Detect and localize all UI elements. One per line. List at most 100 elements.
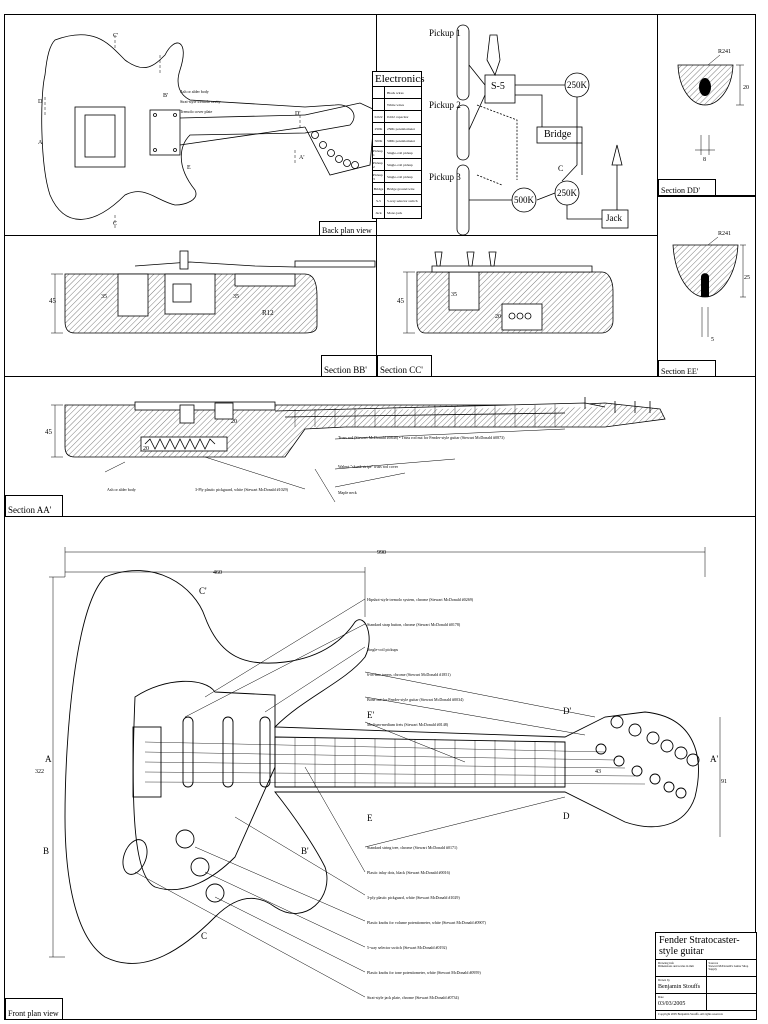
front-plan-panel: 990 460 322 91 43 A A' B B' C' C D' D E'… xyxy=(4,517,756,1020)
front-letter-a-prime: A' xyxy=(710,754,719,764)
legend-desc: 0.022 capacitor xyxy=(387,114,409,119)
aa-callout-truss-rod: Truss rod (Stewart McDonald #0848) • Tru… xyxy=(338,435,505,440)
front-letter-b: B xyxy=(43,846,50,856)
legend-desc: Mono jack xyxy=(387,210,403,215)
aa-dim-1: 20 xyxy=(231,419,237,425)
front-letter-d: D xyxy=(563,811,570,821)
section-letter-a: A xyxy=(38,140,43,146)
legend-code xyxy=(373,99,385,110)
wiring-diagram xyxy=(456,24,629,235)
section-bb-panel: 45 35 35 R12 Section BB' xyxy=(4,236,377,377)
legend-desc: Black wires xyxy=(387,90,404,95)
legend-desc: 250K potentiometer xyxy=(387,126,416,131)
pickup-3-label: Pickup 3 xyxy=(429,172,461,182)
section-letter-d: D xyxy=(38,99,43,105)
aa-callout-pickguard: 3-Ply plastic pickguard, white (Stewart … xyxy=(195,487,288,492)
date: 03/03/2005 xyxy=(658,1001,686,1007)
bb-dim-a: 35 xyxy=(101,294,107,300)
front-callout: Bone nut for Fender-style guitar (Stewar… xyxy=(367,697,464,702)
section-bb-title: Section BB' xyxy=(321,355,376,376)
back-callout-2: Strat-style tremolo cavity xyxy=(180,99,221,104)
pickup-2-label: Pickup 2 xyxy=(429,100,461,110)
legend-desc: Bridge ground wire xyxy=(387,186,415,191)
front-letter-c-prime: C' xyxy=(199,586,207,596)
section-dd-panel: R241 20 8 Section DD' xyxy=(658,14,756,196)
date-caption: Date xyxy=(658,995,664,999)
section-letter-c: C xyxy=(113,221,118,227)
front-callout: Standard strap button, chrome (Stewart M… xyxy=(367,622,461,627)
section-cc-title: Section CC' xyxy=(377,355,432,376)
section-letter-c-prime: C' xyxy=(113,33,119,39)
aa-callout-maple-neck: Maple neck xyxy=(338,490,357,495)
section-cc-panel: 45 35 20 Section CC' xyxy=(377,236,658,377)
ee-height: 25 xyxy=(744,275,750,281)
section-letter-a-prime: A' xyxy=(299,155,305,161)
section-ee-drawing xyxy=(672,236,746,337)
legend-code: S-5 xyxy=(373,195,385,206)
legend-code: Bridge xyxy=(373,183,385,194)
notes: Stewart McDonald's Guitar Shop Supply xyxy=(708,964,749,972)
title-block: Fender Stratocaster-style guitar Drawing… xyxy=(655,932,757,1020)
drawn-by: Benjamin Stouffs xyxy=(658,984,701,990)
section-cc-drawing xyxy=(403,251,614,334)
drawing-info: Dimensions and scales in mm xyxy=(658,964,694,968)
section-aa-panel: 45 20 20 Truss rod (Stewart McDonald #08… xyxy=(4,377,756,517)
legend-desc: Single-coil pickup xyxy=(387,150,413,155)
ee-width: 5 xyxy=(711,337,714,343)
legend-code xyxy=(373,87,385,98)
front-letter-e-prime: E' xyxy=(367,710,375,720)
front-width: 322 xyxy=(35,769,44,775)
front-callout: Hipshot-style tremolo system, chrome (St… xyxy=(367,597,474,602)
section-dd-drawing xyxy=(677,54,744,155)
front-plan-title: Front plan view xyxy=(5,998,63,1019)
cc-dim-a: 35 xyxy=(451,292,457,298)
jack-label: Jack xyxy=(606,213,622,223)
front-callout: Plastic knobs for volume potentiometer, … xyxy=(367,920,486,925)
front-callout: 3-ply plastic pickguard, white (Stewart … xyxy=(367,895,460,900)
section-letter-d-prime: D' xyxy=(295,111,301,117)
legend-code: Pickup 3 xyxy=(373,171,385,182)
cc-dim-b: 20 xyxy=(495,314,501,320)
front-callout: Strat-style jack plate, chrome (Stewart … xyxy=(367,995,459,1000)
legend-code: Jack xyxy=(373,207,385,218)
dd-radius: R241 xyxy=(718,49,732,55)
back-callout-1: Ash or alder body xyxy=(180,89,209,94)
front-letter-b-prime: B' xyxy=(301,846,309,856)
capacitor-label: C xyxy=(558,164,564,173)
pot-left-label: 500K xyxy=(514,195,534,205)
legend-code: Pickup 2 xyxy=(373,159,385,170)
front-plan-drawing xyxy=(49,547,721,998)
front-letter-d-prime: D' xyxy=(563,706,572,716)
aa-callout-body: Ash or alder body xyxy=(107,487,136,492)
electronics-panel: Pickup 1 Pickup 2 Pickup 3 S-5 250K Brid… xyxy=(377,14,658,236)
back-plan-drawing: Ash or alder body Strat-style tremolo ca… xyxy=(41,34,376,230)
front-callout: 5-way selector switch (Stewart McDonald … xyxy=(367,945,447,950)
section-letter-e: E xyxy=(187,165,191,171)
aa-callout-skunk-stripe: Walnut "skunk stripe" truss rod cover xyxy=(338,464,398,469)
back-plan-title: Back plan view xyxy=(319,221,376,235)
section-ee-panel: R241 25 5 Section EE' xyxy=(658,196,756,377)
cc-height: 45 xyxy=(397,297,404,305)
section-aa-drawing xyxy=(51,397,666,503)
legend-code: 500K xyxy=(373,135,385,146)
section-dd-title: Section DD' xyxy=(658,179,716,195)
back-plan-panel: Ash or alder body Strat-style tremolo ca… xyxy=(4,14,377,236)
section-bb-drawing xyxy=(51,250,376,334)
pot-top-label: 250K xyxy=(567,80,587,90)
bb-dim-b: 35 xyxy=(233,294,239,300)
legend-desc: 5-way selector switch xyxy=(387,198,418,203)
legend-code: 250K xyxy=(373,123,385,134)
bridge-label: Bridge xyxy=(544,129,572,140)
front-callout: Plastic knobs for tone potentiometer, wh… xyxy=(367,970,481,975)
legend-row: White wires xyxy=(373,98,421,110)
legend-desc: 500K potentiometer xyxy=(387,138,416,143)
drawing-title: Fender Stratocaster-style guitar xyxy=(656,933,756,960)
